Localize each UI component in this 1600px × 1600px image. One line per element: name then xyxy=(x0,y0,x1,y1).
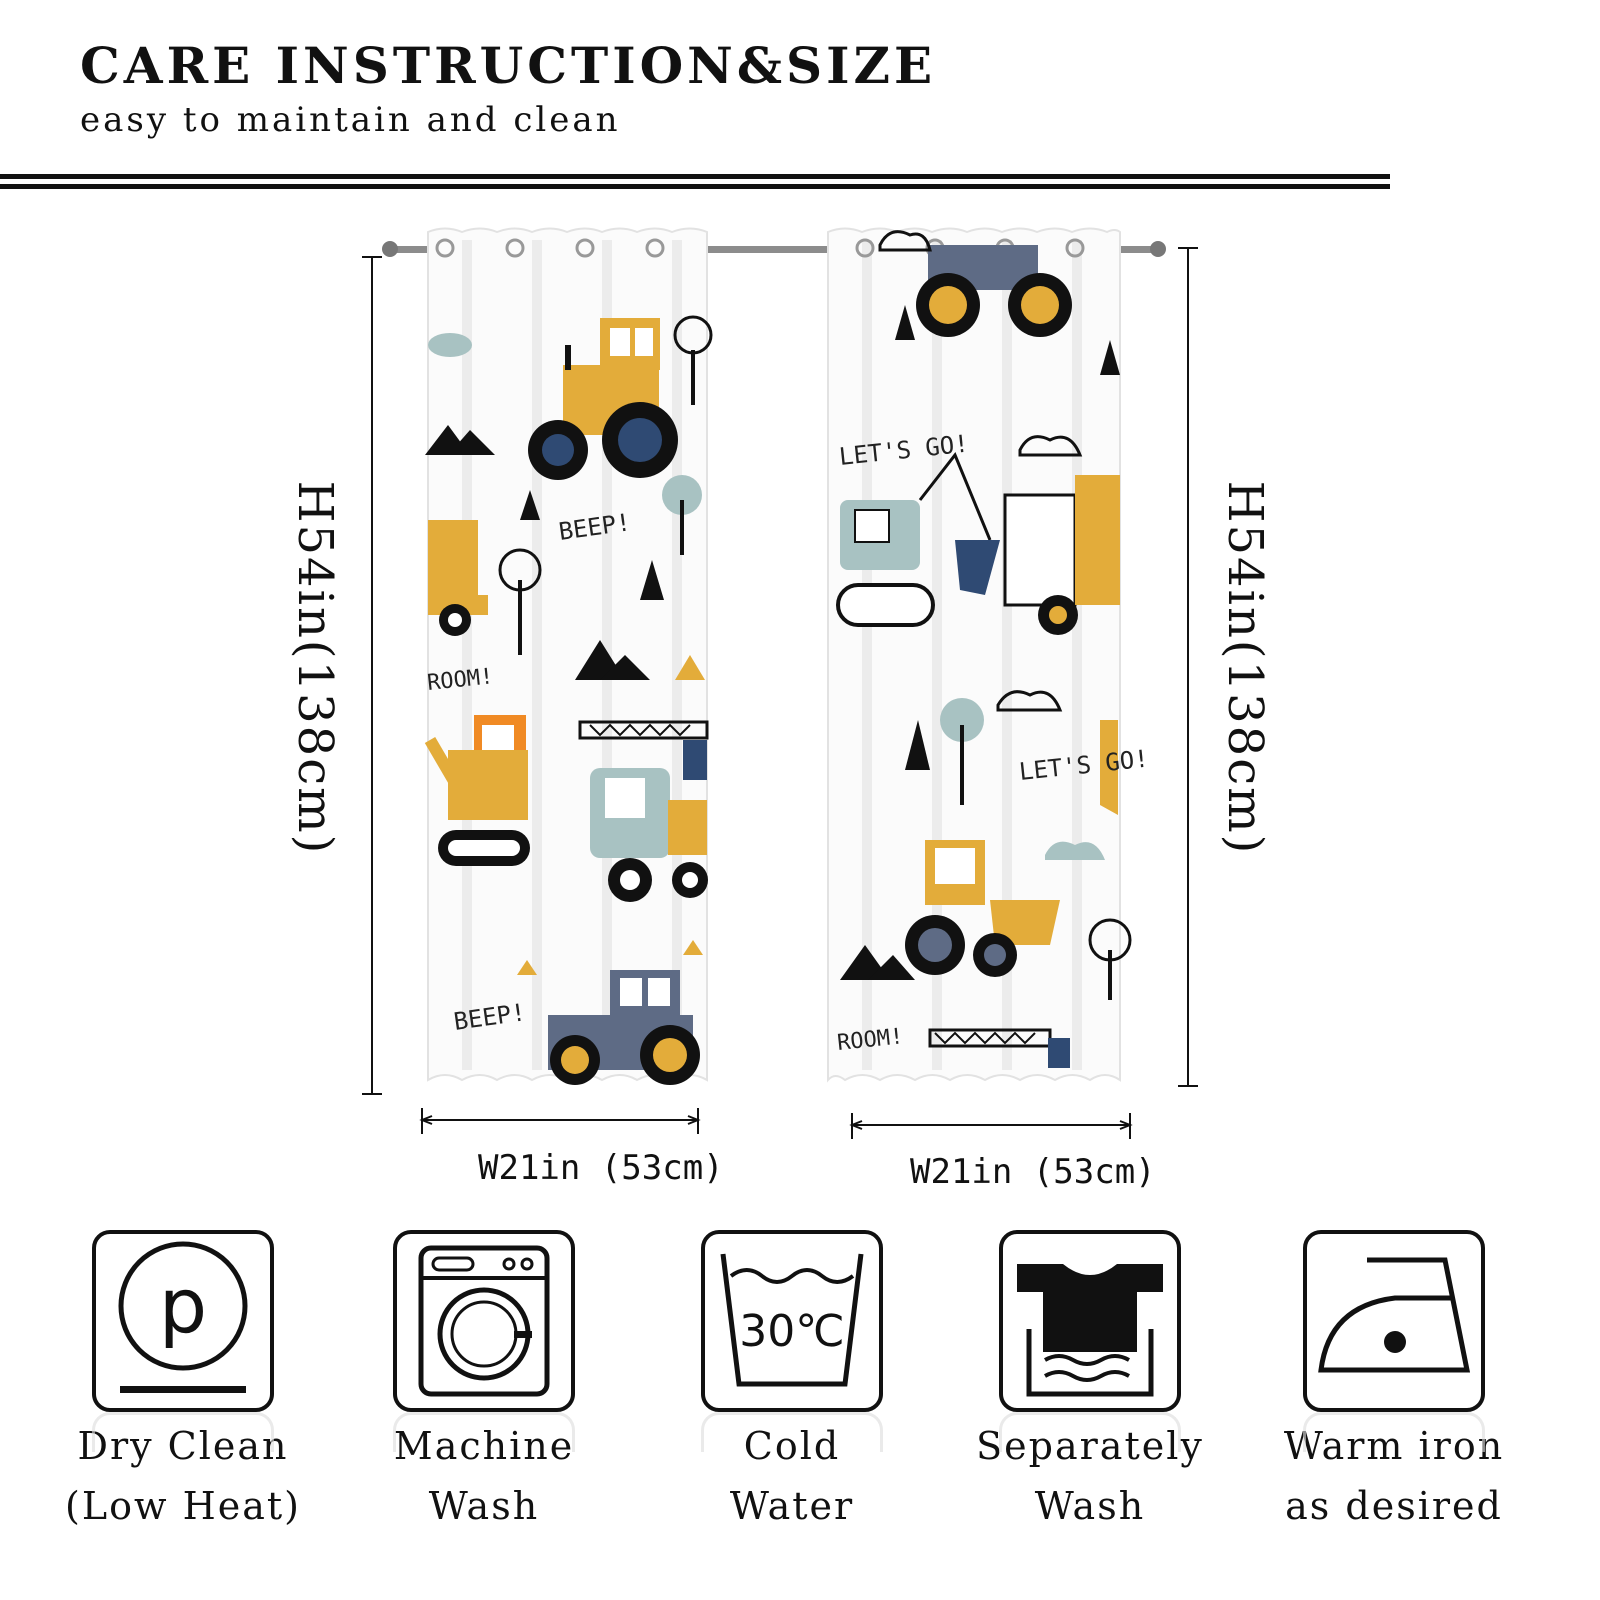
cold-water-temp: 30℃ xyxy=(739,1306,844,1357)
care-item-cold-water: 30℃ Cold Water xyxy=(672,1230,912,1536)
page-title: CARE INSTRUCTION&SIZE xyxy=(80,36,937,95)
curtain-product-view: BEEP! ROOM! BEEP! xyxy=(0,200,1600,1200)
care-item-machine-wash: Machine Wash xyxy=(364,1230,604,1536)
height-label-left: H54in(138cm) xyxy=(287,480,343,856)
height-dimension-left xyxy=(362,256,382,1095)
rod-finial-right xyxy=(1150,241,1166,257)
care-label-line2: as desired xyxy=(1285,1484,1503,1528)
width-label-right: W21in (53cm) xyxy=(910,1152,1156,1192)
separately-wash-icon xyxy=(999,1230,1181,1412)
care-label-line1: Cold xyxy=(743,1424,841,1468)
width-label-left: W21in (53cm) xyxy=(478,1148,724,1188)
care-instructions: p Dry Clean (Low Heat) Machine Wash xyxy=(0,1230,1600,1600)
width-dimension-right xyxy=(849,1113,1133,1139)
dry-clean-icon: p xyxy=(92,1230,274,1412)
curtain-illustration: BEEP! ROOM! BEEP! xyxy=(362,227,1198,1139)
care-item-dry-clean: p Dry Clean (Low Heat) xyxy=(63,1230,303,1536)
machine-wash-icon xyxy=(393,1230,575,1412)
divider-bottom xyxy=(0,184,1390,189)
page-subtitle: easy to maintain and clean xyxy=(80,100,621,140)
height-dimension-right xyxy=(1178,247,1198,1087)
divider-top xyxy=(0,174,1390,179)
care-label-line2: Wash xyxy=(1034,1484,1146,1528)
width-dimension-left xyxy=(419,1108,701,1134)
care-label-line1: Dry Clean xyxy=(77,1424,289,1468)
cold-water-icon: 30℃ xyxy=(701,1230,883,1412)
curtain-panel-left: BEEP! ROOM! BEEP! xyxy=(424,227,713,1085)
height-label-right: H54in(138cm) xyxy=(1217,480,1273,856)
warm-iron-icon xyxy=(1303,1230,1485,1412)
rod-finial-left xyxy=(382,241,398,257)
svg-text:p: p xyxy=(159,1261,207,1350)
care-label-line1: Machine xyxy=(393,1424,575,1468)
care-label-line2: Water xyxy=(729,1484,855,1528)
care-item-warm-iron: Warm iron as desired xyxy=(1274,1230,1514,1536)
care-label-line2: Wash xyxy=(428,1484,540,1528)
care-item-separately-wash: Separately Wash xyxy=(970,1230,1210,1536)
curtain-panel-right: LET'S GO! LET'S GO! ROOM! xyxy=(827,227,1150,1083)
care-label-line2: (Low Heat) xyxy=(65,1484,301,1528)
